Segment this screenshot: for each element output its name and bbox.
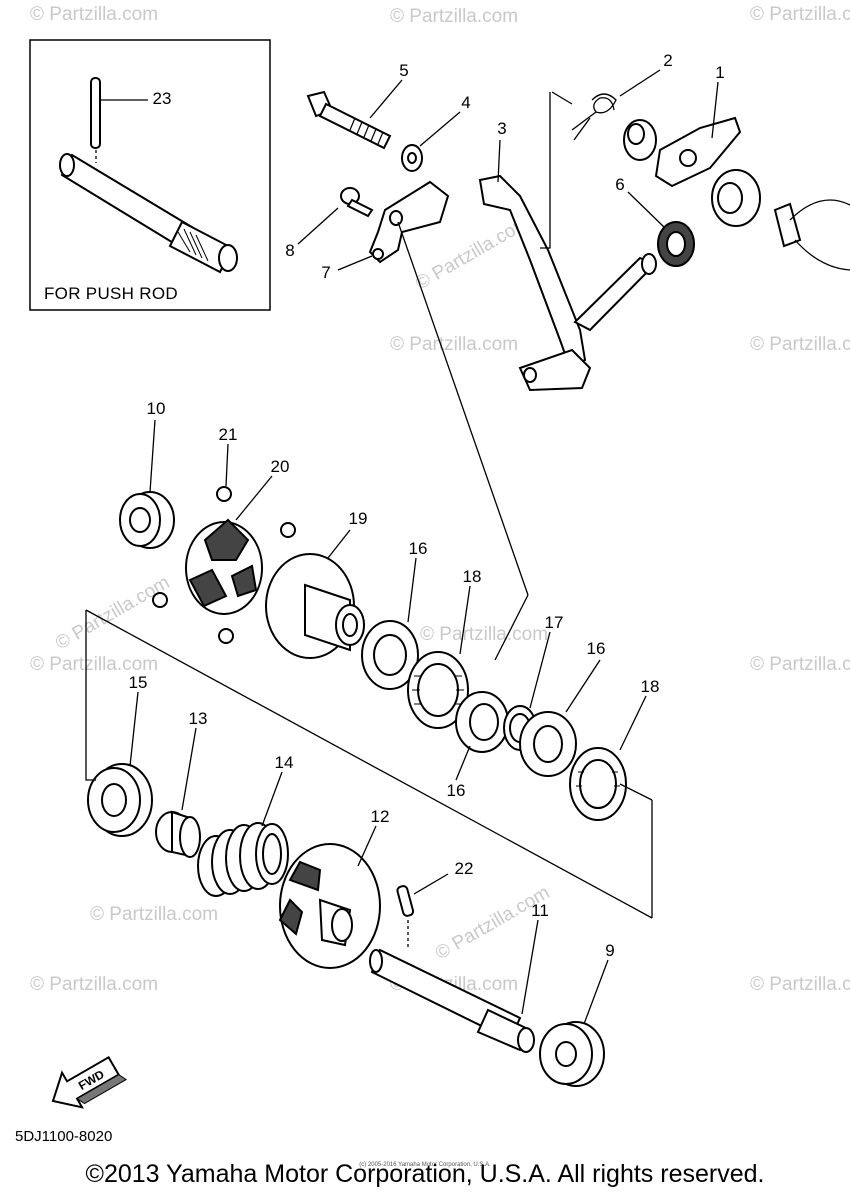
callout-18: 18 <box>463 567 482 586</box>
watermark: © Partzilla.com <box>30 4 158 25</box>
callout-16: 16 <box>447 781 466 800</box>
watermark: © Partzilla.com <box>30 974 158 995</box>
callout-6: 6 <box>615 175 624 194</box>
lower-assembly <box>85 486 653 1087</box>
watermark: © Partzilla.com <box>750 654 850 675</box>
callout-4: 4 <box>461 93 470 112</box>
callout-8: 8 <box>285 241 294 260</box>
callout-14: 14 <box>275 753 294 772</box>
watermark: © Partzilla.com <box>750 974 850 995</box>
callout-17: 17 <box>545 613 564 632</box>
watermark: © Partzilla.com <box>90 904 218 925</box>
callout-19: 19 <box>349 509 368 528</box>
fwd-arrow-icon: FWD <box>51 1055 128 1109</box>
callout-23: 23 <box>153 89 172 108</box>
callout-10: 10 <box>147 399 166 418</box>
watermark: © Partzilla.com <box>420 624 548 645</box>
watermark: © Partzilla.com <box>432 882 553 964</box>
callout-5: 5 <box>399 61 408 80</box>
callout-13: 13 <box>189 709 208 728</box>
small-copyright: (c) 2005-2016 Yamaha Motor Corporation, … <box>359 1162 491 1168</box>
copyright-notice: ©2013 Yamaha Motor Corporation, U.S.A. A… <box>85 1160 765 1188</box>
callout-9: 9 <box>605 941 614 960</box>
watermark: © Partzilla.com <box>30 654 158 675</box>
watermark: © Partzilla.com <box>390 334 518 355</box>
callout-18: 18 <box>641 677 660 696</box>
callout-15: 15 <box>129 673 148 692</box>
callout-16: 16 <box>587 639 606 658</box>
callout-16: 16 <box>409 539 428 558</box>
watermark: © Partzilla.com <box>390 6 518 27</box>
callout-3: 3 <box>497 119 506 138</box>
callout-11: 11 <box>531 901 549 920</box>
leader-lines <box>129 69 719 1025</box>
inset-caption: FOR PUSH ROD <box>44 284 178 303</box>
upper-assembly <box>306 90 850 661</box>
drawing-code: 5DJ1100-8020 <box>15 1128 113 1145</box>
callout-22: 22 <box>455 859 474 878</box>
callout-20: 20 <box>271 457 290 476</box>
push-rod-inset <box>29 39 271 311</box>
watermark: © Partzilla.com <box>750 4 850 25</box>
callout-2: 2 <box>663 51 672 70</box>
callout-21: 21 <box>219 425 238 444</box>
callout-12: 12 <box>371 807 390 826</box>
watermark: © Partzilla.com <box>750 334 850 355</box>
callout-7: 7 <box>321 263 330 282</box>
coil-spring <box>197 822 289 897</box>
callout-1: 1 <box>715 63 724 82</box>
callout-labels: 1 2 3 4 5 6 7 8 9 10 11 12 13 14 15 16 1… <box>129 51 725 960</box>
watermark: © Partzilla.com <box>52 572 173 654</box>
